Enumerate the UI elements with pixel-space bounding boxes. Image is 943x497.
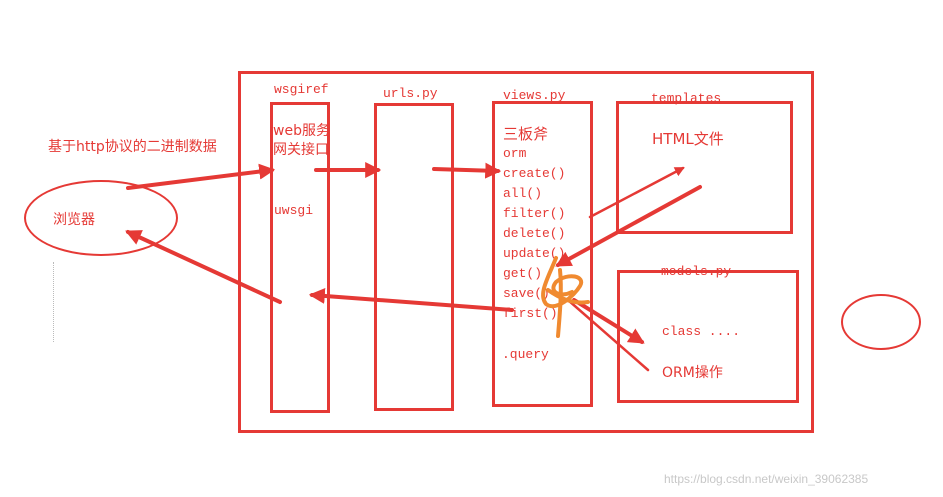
watermark: https://blog.csdn.net/weixin_39062385 <box>664 472 869 486</box>
models-box <box>617 270 799 403</box>
models-orm-op: ORM操作 <box>662 365 723 381</box>
wsgiref-box <box>270 102 330 413</box>
wsgiref-line2: 网关接口 <box>273 142 329 158</box>
views-query: .query <box>502 347 549 362</box>
views-item-create: create() <box>503 166 566 181</box>
arrow-browser-to-wsgiref <box>126 163 276 190</box>
views-title: views.py <box>503 88 566 103</box>
views-item-filter: filter() <box>503 206 566 221</box>
views-item-first: first() <box>503 306 558 321</box>
arrow-models-to-views <box>566 298 650 372</box>
arrow-wsgiref-to-browser <box>125 230 282 304</box>
arrow-views-to-templates <box>588 166 685 219</box>
views-item-all: all() <box>503 186 543 201</box>
browser-label: 浏览器 <box>53 212 95 228</box>
wsgiref-title: wsgiref <box>274 82 329 97</box>
views-item-orm: orm <box>503 146 527 161</box>
views-item-update: update() <box>503 246 566 261</box>
wsgiref-uwsgi: uwsgi <box>274 203 314 218</box>
views-list: 三板斧 orm create() all() filter() delete()… <box>503 124 565 324</box>
arrow-views-to-models <box>572 298 645 344</box>
templates-box <box>616 101 793 234</box>
urls-title: urls.py <box>383 86 438 101</box>
urls-box <box>374 103 454 411</box>
views-box <box>492 101 593 407</box>
arrow-views-to-wsgiref <box>308 287 514 312</box>
models-title: models.py <box>661 264 732 279</box>
right-ellipse <box>841 294 921 350</box>
wsgiref-line1: web服务 <box>273 123 330 139</box>
views-item-get: get() <box>503 266 543 281</box>
orange-scribble <box>541 256 590 338</box>
browser-ellipse <box>24 180 178 256</box>
dotted-line <box>53 262 54 342</box>
protocol-label: 基于http协议的二进制数据 <box>48 139 217 155</box>
views-item-delete: delete() <box>503 226 566 241</box>
outer-frame <box>238 71 814 433</box>
templates-content: HTML文件 <box>652 130 724 148</box>
models-class: class .... <box>662 324 741 339</box>
views-item-sanbanfu: 三板斧 <box>503 125 549 143</box>
arrow-urls-to-views <box>432 162 502 179</box>
arrow-templates-to-views <box>555 185 702 267</box>
templates-title: templates <box>651 91 722 106</box>
views-item-save: save() <box>503 286 550 301</box>
